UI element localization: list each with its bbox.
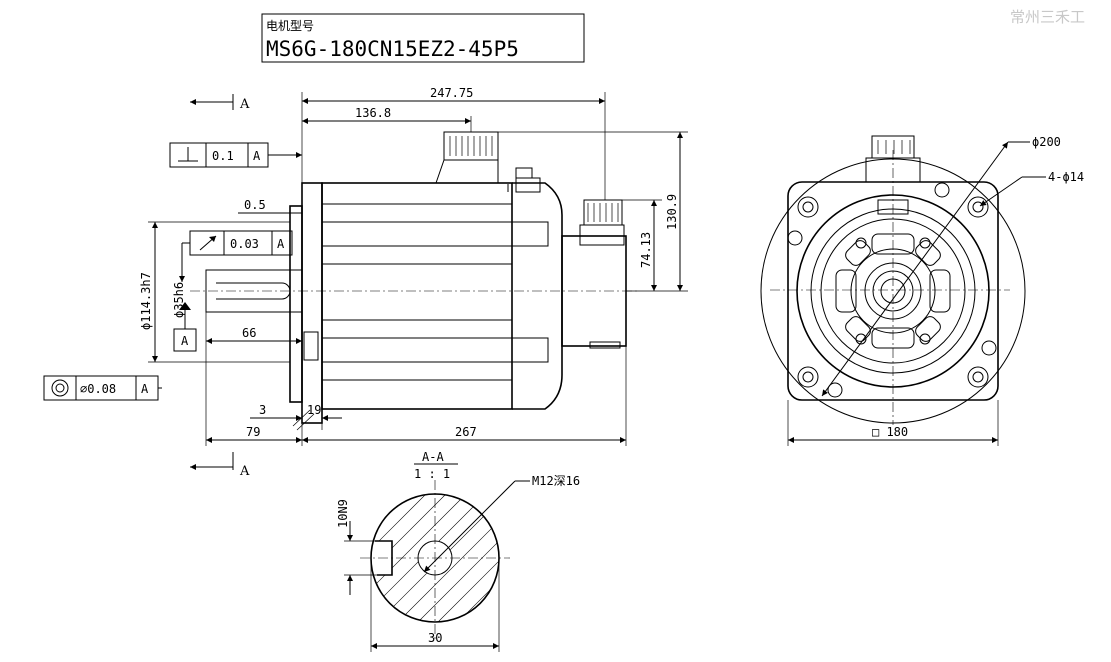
motor-body [321, 182, 513, 410]
runout-value: 0.03 [230, 237, 259, 251]
section-view: A-A 1 : 1 10N9 M12深16 30 [336, 450, 580, 652]
side-view-dimensions: 247.75 136.8 0.5 130.9 74.13 ϕ114.3h7 ϕ3… [139, 86, 688, 446]
perpendicularity-value: 0.1 [212, 149, 234, 163]
dim-flange-width: 19 [307, 403, 321, 417]
model-title: 电机型号 [266, 19, 314, 33]
runout-datum: A [277, 237, 285, 251]
section-arrow-bottom: A [190, 452, 250, 479]
model-box: 电机型号 MS6G-180CN15EZ2-45P5 [261, 13, 585, 63]
side-view [190, 131, 640, 424]
dim-pcd: ϕ200 [1032, 135, 1061, 149]
concentricity-value: ∅0.08 [80, 382, 116, 396]
dim-section-diameter: 30 [428, 631, 442, 645]
dim-flange-thickness: 3 [259, 403, 266, 417]
power-connector [443, 131, 499, 161]
dim-total-height: 130.9 [665, 194, 679, 230]
dim-shaft-diameter: ϕ35h6 [172, 282, 186, 318]
dim-square: □ 180 [872, 425, 908, 439]
datum-flag-letter: A [181, 334, 189, 348]
model-code: MS6G-180CN15EZ2-45P5 [266, 37, 519, 61]
dim-pilot-diameter: ϕ114.3h7 [139, 272, 153, 330]
section-title: A-A [422, 450, 444, 464]
mount-hole [967, 196, 989, 218]
front-view [760, 135, 1026, 425]
rear-cap [512, 182, 563, 410]
section-letter-top: A [239, 97, 250, 112]
section-scale: 1 : 1 [414, 467, 450, 481]
perpendicularity-datum: A [253, 149, 261, 163]
runout-frame: 0.03 A [179, 230, 293, 282]
dim-encoder-height: 74.13 [639, 232, 653, 268]
flange-plate [301, 182, 323, 424]
dim-shaft-extension: 79 [246, 425, 260, 439]
concentricity-symbol [51, 379, 69, 397]
concentricity-datum: A [141, 382, 149, 396]
dim-keyway: 10N9 [336, 499, 350, 528]
section-letter-bottom: A [239, 464, 250, 479]
mount-hole [797, 196, 819, 218]
section-arrow-top: A [190, 94, 250, 112]
dim-flange-offset: 0.5 [244, 198, 266, 212]
dim-connector-offset: 247.75 [430, 86, 473, 100]
front-view-dimensions: ϕ200 4-ϕ14 □ 180 [787, 135, 1084, 446]
dim-encoder-offset: 136.8 [355, 106, 391, 120]
dim-shaft-length: 66 [242, 326, 256, 340]
dim-body-length: 267 [455, 425, 477, 439]
encoder-connector [583, 199, 623, 226]
mount-hole [797, 366, 819, 388]
perpendicularity-frame: 0.1 A [169, 142, 302, 168]
concentricity-frame: ∅0.08 A [43, 375, 162, 401]
mount-hole [967, 366, 989, 388]
watermark-text: 常州三禾工 [1010, 8, 1085, 26]
power-connector-base [435, 159, 499, 184]
datum-flag: A [173, 302, 197, 352]
dim-holes: 4-ϕ14 [1048, 170, 1084, 184]
dim-thread: M12深16 [532, 474, 580, 488]
